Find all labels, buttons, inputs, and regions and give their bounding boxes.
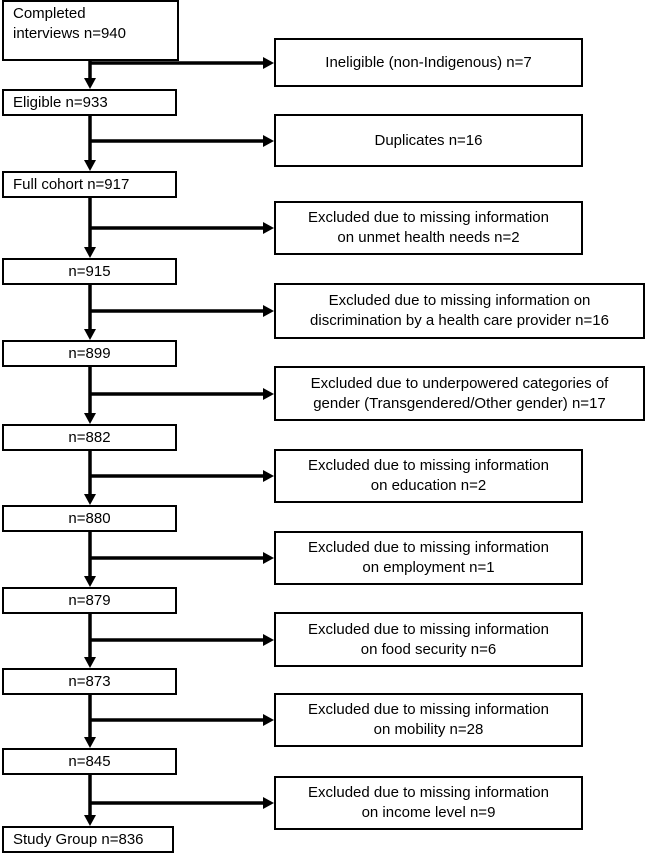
down-arrowhead: [84, 413, 96, 424]
remaining-count: n=873: [68, 672, 111, 690]
exclusion-text-line: Excluded due to missing information: [308, 784, 549, 801]
exclusion-box: Duplicates n=16: [274, 114, 583, 167]
remaining-count: n=845: [68, 752, 111, 770]
exclusion-text-line: gender (Transgendered/Other gender) n=17: [313, 394, 606, 412]
exclusion-box: Ineligible (non-Indigenous) n=7: [274, 38, 583, 87]
down-arrowhead: [84, 78, 96, 89]
remaining-box: n=882: [2, 424, 177, 451]
exclusion-text-line: on food security n=6: [360, 640, 497, 658]
remaining-count: Eligible n=933: [13, 93, 108, 111]
remaining-count: n=880: [68, 509, 111, 527]
exclusion-text-line: Excluded due to underpowered categories …: [310, 374, 609, 392]
right-arrowhead: [263, 222, 274, 234]
down-arrowhead: [84, 160, 96, 171]
exclusion-text-line: Excluded due to missing information: [308, 539, 549, 556]
remaining-box: n=879: [2, 587, 177, 614]
remaining-box: n=873: [2, 668, 177, 695]
remaining-box: Full cohort n=917: [2, 171, 177, 198]
remaining-count: Full cohort n=917: [13, 175, 130, 193]
down-arrowhead: [84, 815, 96, 826]
remaining-box: n=845: [2, 748, 177, 775]
right-arrowhead: [263, 634, 274, 646]
remaining-count: n=915: [68, 262, 111, 280]
start-line-2: interviews n=940: [13, 25, 126, 42]
right-arrowhead: [263, 714, 274, 726]
exclusion-text-line: on employment n=1: [362, 559, 495, 576]
down-arrowhead: [84, 657, 96, 668]
right-arrowhead: [263, 305, 274, 317]
remaining-count: Study Group n=836: [13, 830, 144, 848]
down-arrowhead: [84, 329, 96, 340]
remaining-count: n=879: [68, 591, 111, 609]
exclusion-box: Excluded due to missing information on in…: [274, 776, 583, 830]
exclusion-text-line: on education n=2: [370, 477, 487, 494]
exclusion-box: Excluded due to missing information on fo…: [274, 612, 583, 667]
exclusion-text-line: Excluded due to missing information: [308, 457, 549, 474]
exclusion-box: Excluded due to missing information on mo…: [274, 693, 583, 747]
right-arrowhead: [263, 552, 274, 564]
right-arrowhead: [263, 135, 274, 147]
exclusion-box: Excluded due to missing information on ed…: [274, 449, 583, 503]
remaining-count: n=899: [68, 344, 111, 362]
remaining-box: n=880: [2, 505, 177, 532]
exclusion-text-line: Excluded due to missing information: [308, 209, 549, 226]
exclusion-box: Excluded due to underpowered categories …: [274, 366, 645, 421]
start-line-1: Completed: [13, 5, 86, 22]
remaining-count: n=882: [68, 428, 111, 446]
down-arrowhead: [84, 494, 96, 505]
exclusion-text-line: Ineligible (non-Indigenous) n=7: [325, 53, 532, 71]
exclusion-text-line: Duplicates n=16: [374, 131, 483, 149]
down-arrowhead: [84, 737, 96, 748]
remaining-box: Eligible n=933: [2, 89, 177, 116]
right-arrowhead: [263, 797, 274, 809]
down-arrowhead: [84, 247, 96, 258]
exclusion-box: Excluded due to missing information on un…: [274, 201, 583, 255]
exclusion-box: Excluded due to missing information on em…: [274, 531, 583, 585]
right-arrowhead: [263, 388, 274, 400]
remaining-box: Study Group n=836: [2, 826, 174, 853]
remaining-box: n=915: [2, 258, 177, 285]
exclusion-text-line: discrimination by a health care provider…: [310, 312, 609, 329]
right-arrowhead: [263, 57, 274, 69]
right-arrowhead: [263, 470, 274, 482]
exclusion-text-line: Excluded due to missing information on: [328, 292, 591, 309]
exclusion-text-line: on mobility n=28: [373, 721, 484, 738]
down-arrowhead: [84, 576, 96, 587]
exclusion-text-line: Excluded due to missing information: [308, 620, 549, 638]
start-box: Completed interviews n=940: [2, 0, 179, 61]
exclusion-text-line: on income level n=9: [361, 804, 496, 821]
exclusion-box: Excluded due to missing information on di…: [274, 283, 645, 339]
remaining-box: n=899: [2, 340, 177, 367]
exclusion-text-line: Excluded due to missing information: [308, 701, 549, 718]
exclusion-text-line: on unmet health needs n=2: [337, 229, 520, 246]
